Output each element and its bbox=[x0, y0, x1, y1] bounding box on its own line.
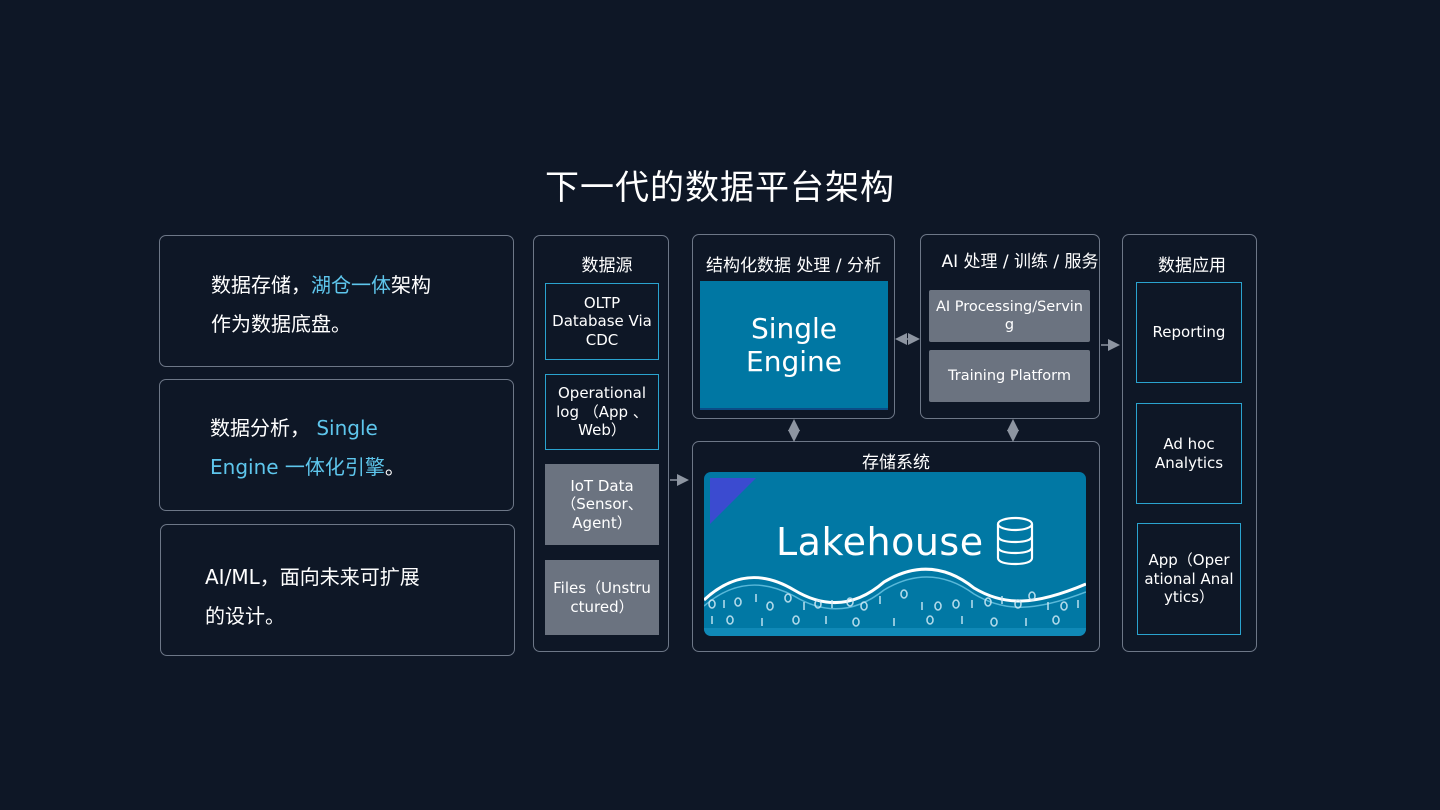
ai-panel bbox=[920, 234, 1100, 419]
ai-heading: AI 处理 / 训练 / 服务 bbox=[941, 252, 1099, 272]
storage-heading: 存储系统 bbox=[862, 453, 930, 473]
lakehouse-wave-graphic bbox=[704, 478, 1086, 636]
feature-text-plain: 的设计。 bbox=[205, 604, 285, 628]
feature-text-plain: 。 bbox=[384, 455, 405, 479]
data-sources-heading: 数据源 bbox=[581, 256, 633, 276]
feature-text-highlight: 湖仓一体 bbox=[311, 273, 391, 297]
app-adhoc: Ad hoc Analytics bbox=[1136, 403, 1242, 504]
feature-text: 数据存储，湖仓一体架构 作为数据底盘。 bbox=[211, 266, 511, 344]
database-icon bbox=[996, 516, 1034, 566]
feature-text-highlight: Single bbox=[316, 416, 378, 440]
feature-panel-aiml: AI/ML，面向未来可扩展 的设计。 bbox=[160, 524, 515, 656]
feature-text-highlight: Engine 一体化引擎 bbox=[210, 455, 385, 479]
feature-text-plain: 作为数据底盘。 bbox=[211, 312, 351, 336]
feature-panel-storage: 数据存储，湖仓一体架构 作为数据底盘。 bbox=[159, 235, 514, 367]
feature-text-plain: 架构 bbox=[391, 273, 431, 297]
source-files: Files（Unstructured） bbox=[545, 560, 659, 635]
lakehouse-label: Lakehouse bbox=[776, 520, 984, 564]
source-iot: IoT Data（Sensor、Agent） bbox=[545, 464, 659, 545]
feature-text-plain: 数据分析， bbox=[210, 416, 317, 440]
feature-text: AI/ML，面向未来可扩展 的设计。 bbox=[205, 558, 510, 636]
storage-panel bbox=[692, 441, 1100, 652]
data-sources-panel bbox=[533, 235, 669, 652]
single-engine-line1: Single bbox=[750, 311, 838, 345]
ai-processing-box: AI Processing/Serving bbox=[929, 290, 1090, 342]
app-reporting: Reporting bbox=[1136, 282, 1242, 383]
structured-panel bbox=[692, 234, 895, 419]
training-platform-box: Training Platform bbox=[929, 350, 1090, 402]
feature-panel-analysis: 数据分析， Single Engine 一体化引擎。 bbox=[159, 379, 514, 511]
data-apps-heading: 数据应用 bbox=[1158, 256, 1226, 276]
lakehouse-box: Lakehouse bbox=[704, 472, 1086, 636]
feature-text: 数据分析， Single Engine 一体化引擎。 bbox=[210, 409, 510, 487]
app-operational: App（Operational Analytics） bbox=[1137, 523, 1241, 635]
feature-text-plain: AI/ML，面向未来可扩展 bbox=[205, 565, 420, 589]
single-engine-line2: Engine bbox=[746, 344, 842, 378]
page-title: 下一代的数据平台架构 bbox=[545, 168, 895, 208]
feature-text-plain: 数据存储， bbox=[211, 273, 311, 297]
single-engine-box: Single Engine bbox=[700, 281, 888, 410]
source-operational-log: Operational log （App 、Web） bbox=[545, 374, 659, 450]
structured-heading: 结构化数据 处理 / 分析 bbox=[706, 256, 881, 276]
source-oltp: OLTP Database Via CDC bbox=[545, 283, 659, 360]
data-apps-panel bbox=[1122, 234, 1257, 652]
